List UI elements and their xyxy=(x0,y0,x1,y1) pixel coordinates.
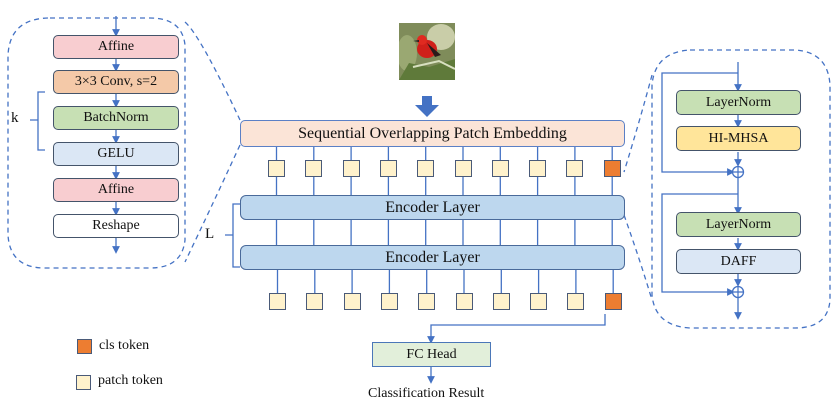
patch-embedding-block: Sequential Overlapping Patch Embedding xyxy=(240,120,625,147)
patch-token xyxy=(492,293,510,310)
gelu-block: GELU xyxy=(53,142,179,166)
zoom-line-right-top xyxy=(623,74,653,173)
patch-token xyxy=(530,293,548,310)
patch-token xyxy=(455,293,473,310)
encoder-layer: Encoder Layer xyxy=(240,245,625,270)
L-repeat-label: L xyxy=(205,226,215,242)
batchnorm-block: BatchNorm xyxy=(53,106,179,130)
patch-token xyxy=(342,160,360,177)
cls-to-head-line xyxy=(427,314,606,344)
patch-token xyxy=(343,293,361,310)
encoder-detail-outline xyxy=(651,49,831,329)
legend-patch-label: patch token xyxy=(98,373,163,388)
zoom-line-right-bottom xyxy=(623,214,653,301)
patch-token xyxy=(491,160,509,177)
patch-token xyxy=(529,160,547,177)
patch-token xyxy=(305,160,323,177)
input-bird-image xyxy=(399,23,455,80)
reshape-block: Reshape xyxy=(53,214,179,238)
legend-cls-swatch xyxy=(77,339,92,354)
patch-token xyxy=(566,160,584,177)
patch-token xyxy=(417,160,435,177)
encoder-layer: Encoder Layer xyxy=(240,195,625,220)
patch-token xyxy=(306,293,324,310)
classification-result-label: Classification Result xyxy=(368,386,485,401)
hi-mhsa-block: HI-MHSA xyxy=(676,126,801,151)
patch-token xyxy=(269,293,286,310)
k-repeat-label: k xyxy=(11,110,19,126)
patch-token xyxy=(268,160,285,177)
conv-block: 3×3 Conv, s=2 xyxy=(53,70,179,94)
input-arrow xyxy=(415,96,439,117)
legend-cls-label: cls token xyxy=(99,338,150,353)
zoom-line-left-bottom xyxy=(184,144,241,263)
cls-token xyxy=(603,160,621,177)
cls-token xyxy=(604,293,622,310)
k-bracket xyxy=(30,91,45,151)
fc-head-block: FC Head xyxy=(372,342,491,367)
layernorm-block: LayerNorm xyxy=(676,90,801,115)
patch-token xyxy=(567,293,585,310)
affine-block: Affine xyxy=(53,35,179,59)
patch-token xyxy=(454,160,472,177)
patch-token xyxy=(418,293,436,310)
zoom-line-left-top xyxy=(184,21,241,121)
L-bracket xyxy=(225,203,240,268)
layernorm-block: LayerNorm xyxy=(676,212,801,237)
patch-token xyxy=(379,160,397,177)
legend-patch-swatch xyxy=(76,375,91,390)
affine-block: Affine xyxy=(53,178,179,202)
daff-block: DAFF xyxy=(676,249,801,274)
patch-token xyxy=(380,293,398,310)
